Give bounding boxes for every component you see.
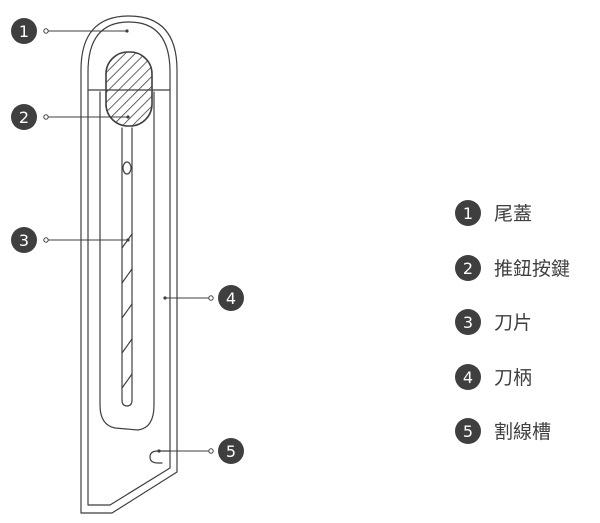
leader-end-dot (163, 296, 167, 300)
legend-label: 推鈕按鍵 (494, 258, 570, 280)
legend-label: 刀片 (494, 312, 532, 334)
legend-number: 3 (463, 313, 473, 332)
legend-number: 4 (463, 368, 473, 387)
legend-item: 5 割線槽 (455, 418, 551, 444)
legend-item: 4 刀柄 (455, 364, 532, 390)
legend-item: 1 尾蓋 (455, 200, 532, 226)
blade-slot-dot (122, 161, 132, 175)
callout-badge (11, 18, 37, 44)
legend-badge (455, 255, 481, 281)
callout-badge (218, 285, 244, 311)
blade-segment-lines (121, 233, 133, 389)
leader-end-dot (126, 238, 130, 242)
slider-button-hatch (106, 52, 152, 126)
leader-end-dot (126, 115, 130, 119)
handle-panel (99, 91, 155, 431)
callout-number: 5 (226, 442, 236, 461)
legend-label: 割線槽 (494, 421, 551, 443)
cutting-slot (149, 450, 171, 464)
leader-start-dot (43, 114, 49, 120)
knife-outer-outline (80, 15, 178, 514)
legend-item: 3 刀片 (455, 309, 532, 335)
legend-badge (455, 364, 481, 390)
legend-number: 1 (463, 204, 473, 223)
legend: 1 尾蓋 2 推鈕按鍵 3 刀片 4 刀柄 5 割線槽 (455, 200, 570, 444)
legend-label: 刀柄 (494, 367, 532, 389)
callout-number: 2 (19, 108, 29, 127)
callout-badge (218, 438, 244, 464)
legend-badge (455, 309, 481, 335)
leader-end-dot (157, 449, 161, 453)
leader-start-dot (43, 28, 49, 34)
callout-number: 1 (19, 22, 29, 41)
callout-badge (11, 227, 37, 253)
leader-start-dot (208, 448, 214, 454)
callout-number: 4 (226, 289, 236, 308)
callout-number: 3 (19, 231, 29, 250)
legend-number: 5 (463, 422, 473, 441)
legend-badge (455, 200, 481, 226)
legend-number: 2 (463, 259, 473, 278)
legend-label: 尾蓋 (494, 203, 532, 225)
legend-badge (455, 418, 481, 444)
legend-item: 2 推鈕按鍵 (455, 255, 570, 281)
knife-inner-outline (87, 21, 171, 506)
callout-1: 1 (11, 18, 129, 44)
callout-badge (11, 104, 37, 130)
leader-start-dot (43, 237, 49, 243)
blade-channel (121, 127, 133, 407)
leader-end-dot (125, 29, 129, 33)
callout-5: 5 (157, 438, 244, 464)
callout-3: 3 (11, 227, 130, 253)
leader-start-dot (208, 295, 214, 301)
callout-4: 4 (163, 285, 244, 311)
callout-2: 2 (11, 104, 130, 130)
knife-illustration (80, 15, 178, 514)
